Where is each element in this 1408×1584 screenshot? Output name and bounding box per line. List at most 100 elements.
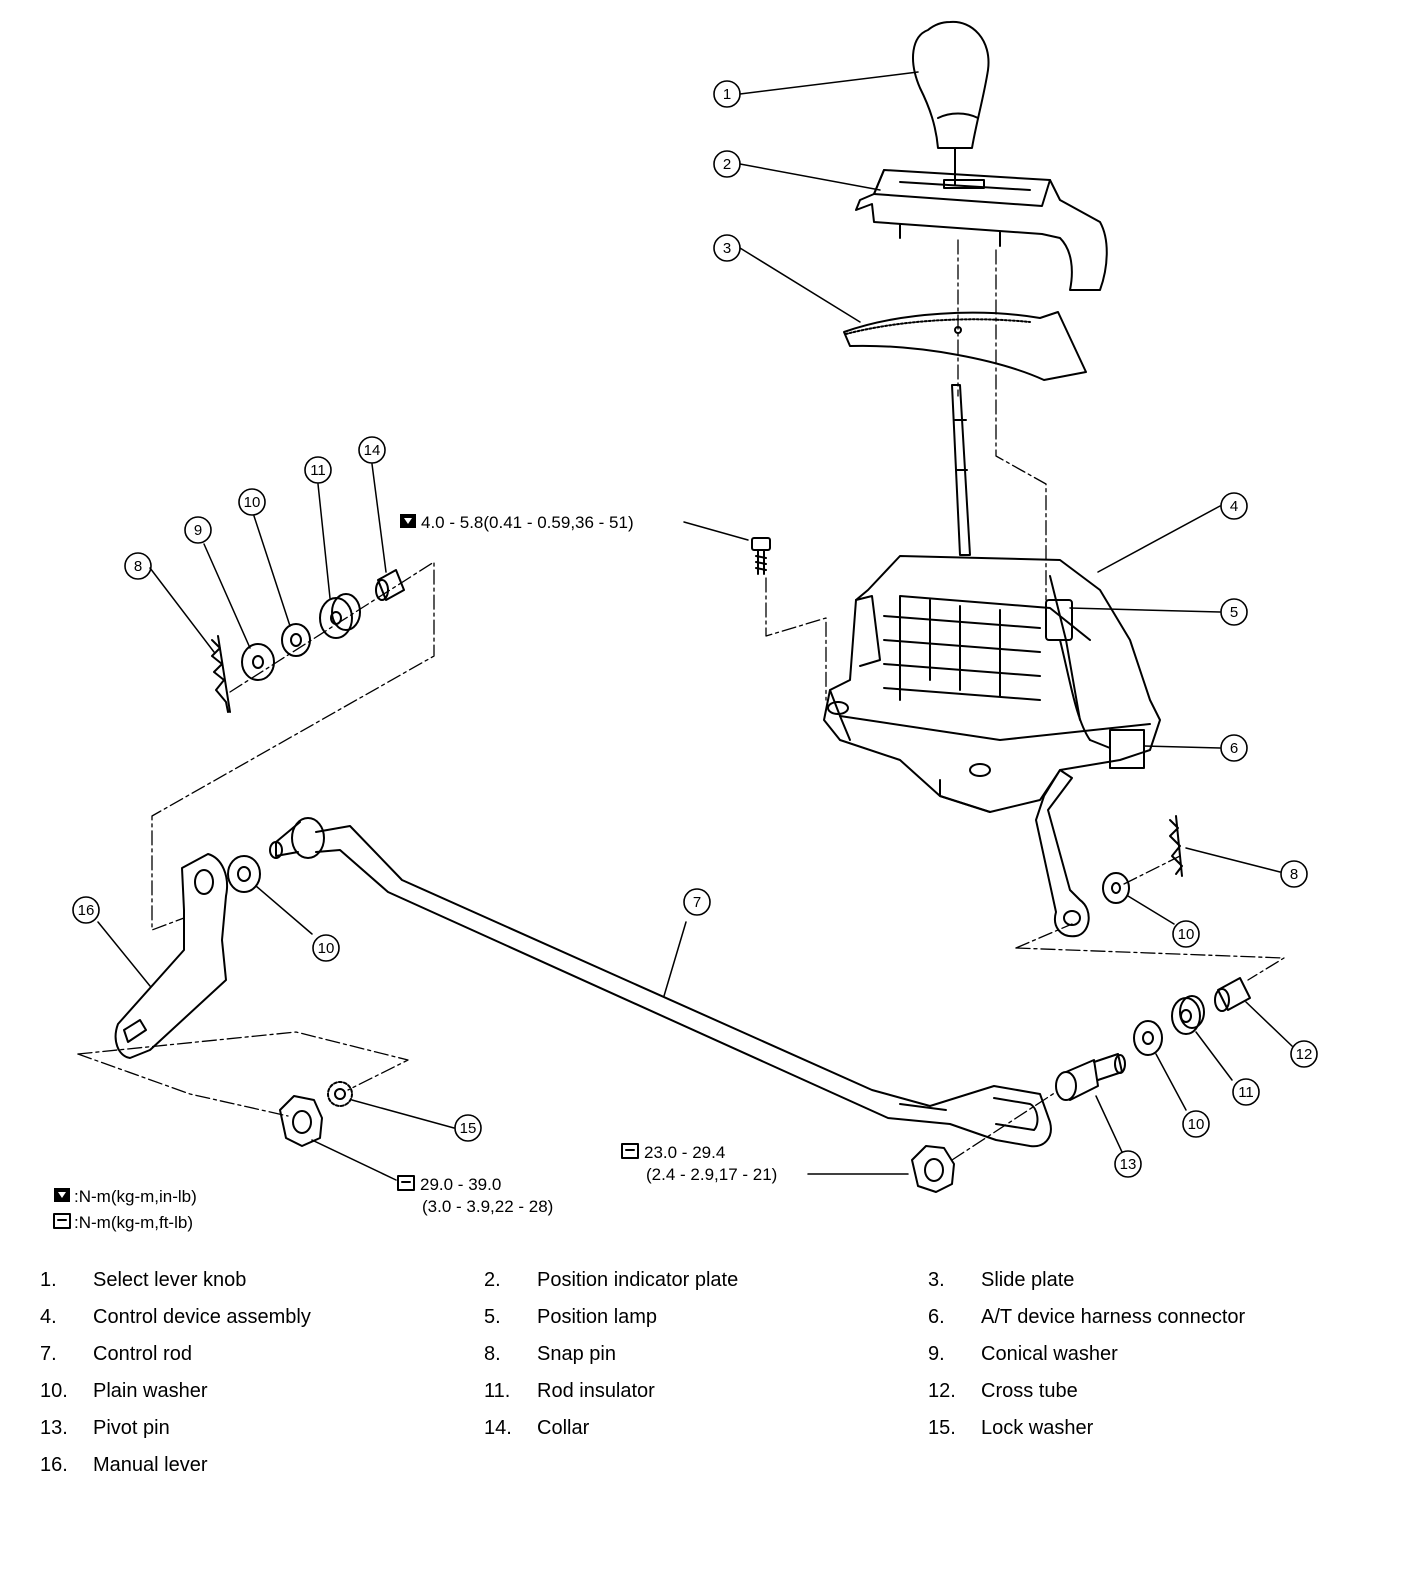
svg-text:10: 10 [318,940,335,957]
callout-9: 9 [184,516,212,544]
svg-text:16: 16 [78,902,95,919]
plain-washer-left-part [227,855,261,893]
rod-insulator-left-part [319,593,361,639]
svg-text:12: 12 [1296,1046,1313,1063]
rod-insulator-right-part [1171,995,1205,1035]
svg-text:8: 8 [1290,866,1298,883]
svg-text:6: 6 [1230,740,1238,757]
units-key: :N-m(kg-m,in-lb) :N-m(kg-m,ft-lb) [53,1187,197,1232]
legend-item: 8. Snap pin [484,1342,928,1366]
legend-label: Select lever knob [93,1269,247,1291]
collar-part [375,569,405,601]
leader-lines [97,71,1293,1181]
svg-text:10: 10 [244,494,261,511]
svg-text:8: 8 [134,558,142,575]
svg-text:7: 7 [693,894,701,911]
callout-5: 5 [1220,598,1248,626]
legend-label: Cross tube [981,1380,1078,1402]
legend-item: 6.A/T device harness connector [928,1305,1380,1329]
callout-10-lower: 10 [1182,1110,1210,1138]
callout-15: 15 [454,1114,482,1142]
callout-6: 6 [1220,734,1248,762]
legend-number: 10. [40,1380,68,1402]
legend-item: 14. Collar [484,1416,928,1440]
legend-label: Control device assembly [93,1306,311,1328]
control-device-lower-lever-part [1035,769,1090,938]
legend-item: 5. Position lamp [484,1305,928,1329]
legend-label: Slide plate [981,1269,1075,1291]
legend-label: Conical washer [981,1343,1118,1365]
mounting-bolt-part [751,537,771,575]
legend-number: 4. [40,1306,57,1328]
legend-item: 7. Control rod [40,1342,484,1366]
legend-number: 13. [40,1417,68,1439]
rod-pivot-pin-left-part [269,817,325,859]
control-device-assembly-part [823,555,1161,813]
legend-number: 7. [40,1343,57,1365]
callout-4: 4 [1220,492,1248,520]
svg-text:(2.4 - 2.9,17 - 21): (2.4 - 2.9,17 - 21) [646,1165,777,1184]
shift-lever-rod-part [951,384,971,556]
legend-number: 2. [484,1269,501,1291]
plain-washer-right-part [1102,872,1130,904]
legend-label: Lock washer [981,1417,1094,1439]
manual-lever-part [114,853,228,1059]
callout-1: 1 [713,80,741,108]
callout-8-right: 8 [1280,860,1308,888]
legend-label: Plain washer [93,1380,208,1402]
svg-text:23.0 - 29.4: 23.0 - 29.4 [644,1143,725,1162]
exploded-view-diagram: 1 2 3 4 5 6 7 8 9 10 11 14 16 10 8 10 12… [53,20,1318,1232]
assembly-guide-lines [77,239,1285,1161]
callout-11-upper: 11 [304,456,332,484]
callout-13: 13 [1114,1150,1142,1178]
slide-plate-part [843,311,1087,381]
ft-lb-key-icon [53,1213,71,1229]
callout-2: 2 [713,150,741,178]
svg-text:(3.0 - 3.9,22 - 28): (3.0 - 3.9,22 - 28) [422,1197,553,1216]
parts-legend: 1.Select lever knob 2.Position indicator… [40,1268,1380,1477]
legend-label: Position lamp [537,1306,658,1328]
legend-item: 1.Select lever knob [40,1268,484,1292]
legend-label: Manual lever [93,1454,208,1476]
legend-number: 9. [928,1343,945,1365]
legend-label: Collar [537,1417,590,1439]
svg-text:10: 10 [1178,926,1195,943]
callout-14: 14 [358,436,386,464]
legend-label: Rod insulator [537,1380,655,1402]
callout-11-lower: 11 [1232,1078,1260,1106]
legend-label: Control rod [93,1343,192,1365]
legend-number: 8. [484,1343,501,1365]
legend-item: 12. Cross tube [928,1379,1380,1403]
callout-10-left: 10 [312,934,340,962]
conical-washer-left-part [241,643,275,681]
svg-text:1: 1 [723,86,731,103]
lock-washer-part [327,1081,353,1107]
legend-item: 9. Conical washer [928,1342,1380,1366]
svg-text:14: 14 [364,442,381,459]
position-indicator-plate-part [855,169,1108,291]
legend-number: 5. [484,1306,501,1328]
svg-text:2: 2 [723,156,731,173]
ft-lb-torque-icon [621,1143,639,1159]
ft-lb-torque-icon [397,1175,415,1191]
legend-number: 12. [928,1380,956,1402]
snap-pin-right-part [1169,815,1183,877]
legend-item: 15. Lock washer [928,1416,1380,1440]
svg-text:4.0 - 5.8(0.41 - 0.59,36 - 51): 4.0 - 5.8(0.41 - 0.59,36 - 51) [421,513,634,532]
legend-number: 14. [484,1417,512,1439]
snap-pin-left-part [211,635,231,713]
legend-number: 15. [928,1417,956,1439]
torque-spec-lock-nut: 29.0 - 39.0 (3.0 - 3.9,22 - 28) [397,1175,553,1216]
callout-8-left: 8 [124,552,152,580]
legend-item: 16.Manual lever [40,1453,484,1477]
legend-item: 4. Control device assembly [40,1305,484,1329]
legend-label: Snap pin [537,1343,616,1365]
cross-tube-part [1214,977,1251,1012]
svg-text:10: 10 [1188,1116,1205,1133]
svg-text:11: 11 [1238,1084,1254,1101]
callout-10-upper: 10 [238,488,266,516]
rod-nut-part [911,1145,955,1193]
callout-3: 3 [713,234,741,262]
callout-16: 16 [72,896,100,924]
control-rod-part [315,825,1052,1148]
